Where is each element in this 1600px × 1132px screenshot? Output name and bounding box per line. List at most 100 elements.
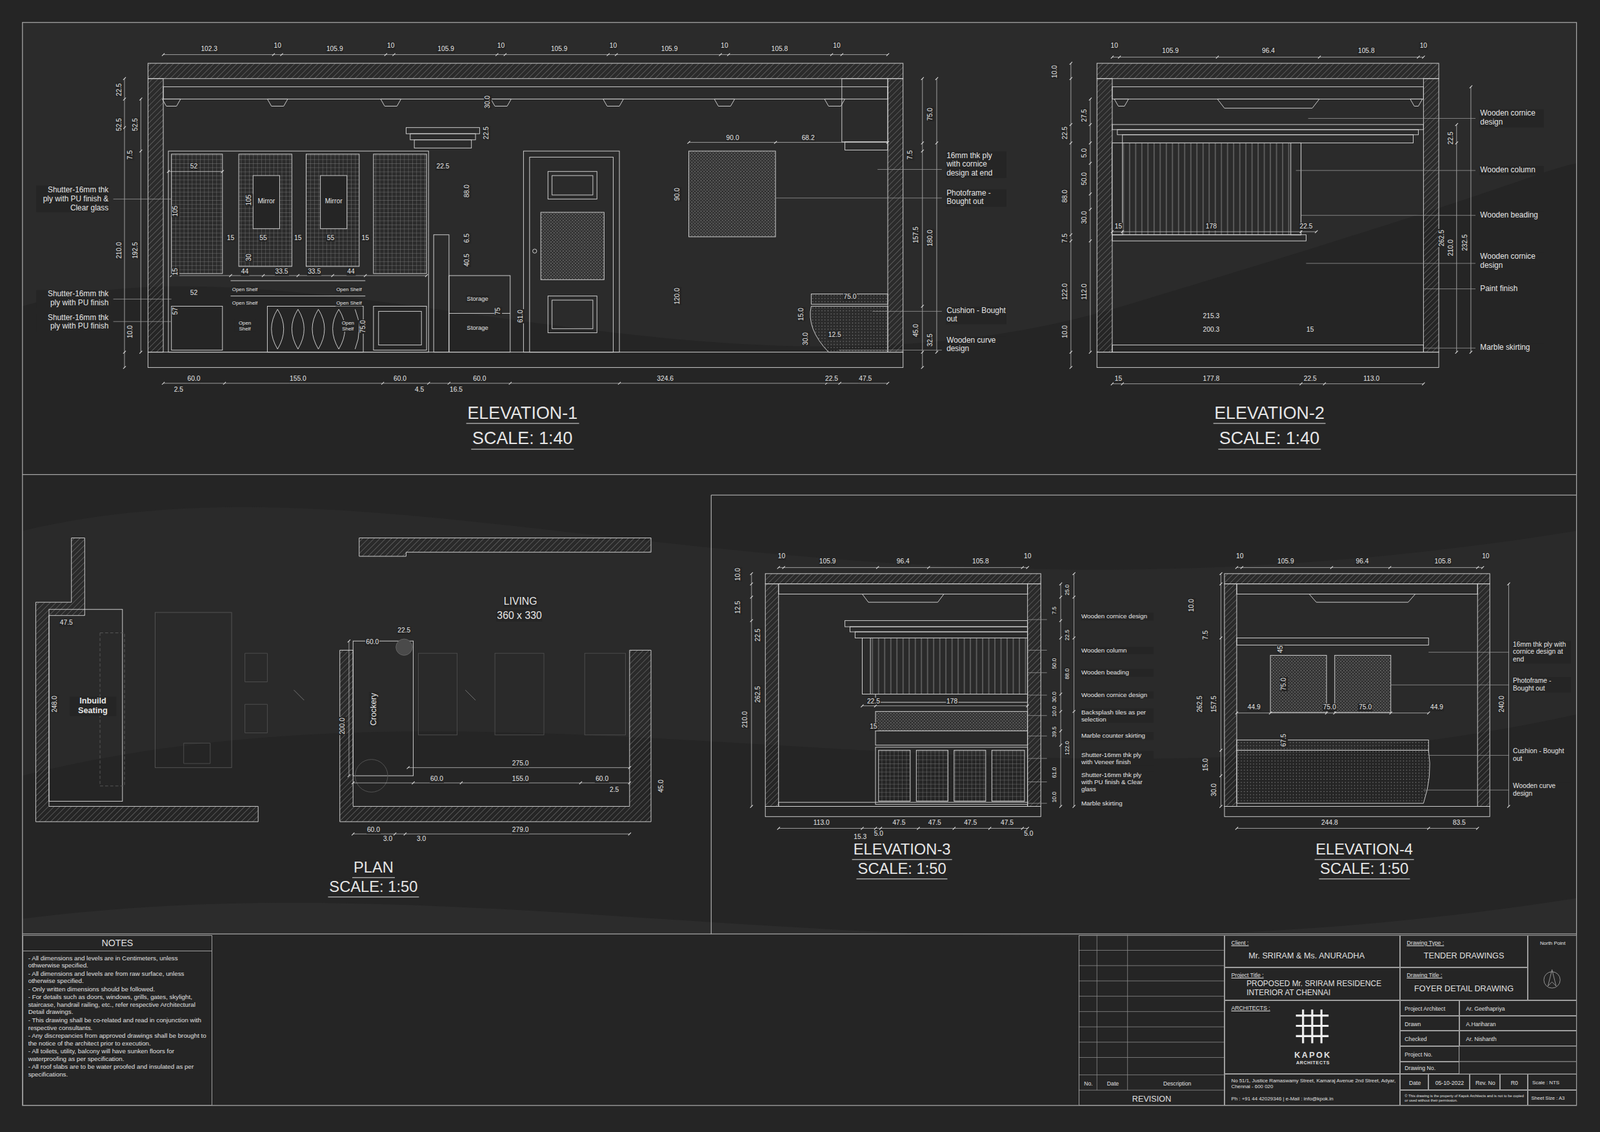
part-label: Open Shelf bbox=[335, 287, 362, 293]
dimension-value: 10 bbox=[496, 41, 506, 50]
cell-text: North Point bbox=[1540, 940, 1566, 947]
dimension-value: 15.3 bbox=[852, 832, 868, 841]
dimension-line bbox=[123, 78, 125, 368]
revision-grid bbox=[1078, 1074, 1225, 1075]
sheet-frame bbox=[22, 22, 1577, 1106]
dimension-value: 75.0 bbox=[1322, 703, 1337, 711]
sheet-frame bbox=[22, 22, 1577, 1106]
cell-text: © This drawing is the property of Kapok … bbox=[1404, 1094, 1526, 1103]
dimension-value: 210.0 bbox=[1447, 238, 1455, 257]
elevation-4 bbox=[1236, 638, 1429, 646]
title-value: Ar. Geethapriya bbox=[1459, 1000, 1577, 1016]
elevation-4 bbox=[1224, 573, 1490, 584]
architect-logo-cell: ARCHITECTS :KAPOKARCHITECTS bbox=[1224, 1000, 1400, 1074]
elevation-1 bbox=[147, 63, 903, 368]
dimension-line bbox=[1070, 63, 1071, 368]
callout-note: Wooden beading bbox=[1080, 669, 1154, 677]
dimension-value: 105 bbox=[171, 205, 180, 218]
cell-text: ARCHITECTS bbox=[1296, 1060, 1330, 1066]
note-item: - For details such as doors, windows, gr… bbox=[23, 992, 212, 1016]
title-cell: Project Architect bbox=[1400, 1000, 1460, 1016]
elevation-2 bbox=[1112, 142, 1302, 235]
dimension-value: 32.5 bbox=[927, 332, 935, 348]
elevation-1 bbox=[230, 295, 366, 297]
dimension-value: 6.5 bbox=[463, 232, 471, 243]
elevation-2 bbox=[1112, 142, 1123, 235]
callout-note: Marble counter skirting bbox=[1080, 732, 1154, 740]
dimension-line bbox=[861, 705, 1028, 706]
dimension-line bbox=[1060, 583, 1062, 807]
dimension-value: 75 bbox=[494, 307, 502, 316]
dimension-value: 5.0 bbox=[873, 829, 884, 838]
callout-note: Shutter-16mm thk ply with PU finish & Cl… bbox=[36, 185, 110, 213]
elevation-3 bbox=[861, 638, 871, 695]
dimension-value: 25.0 bbox=[1063, 583, 1071, 597]
elevation-1 bbox=[552, 175, 593, 195]
dimension-value: 10 bbox=[272, 41, 282, 50]
elevation-4 bbox=[1334, 654, 1391, 713]
dimension-value: 60.0 bbox=[187, 374, 202, 383]
elevation-3 bbox=[765, 573, 1041, 584]
dimension-line bbox=[1470, 86, 1471, 352]
elevation-1 bbox=[163, 86, 888, 99]
cell-text: R0 bbox=[1510, 1079, 1519, 1086]
copyright-cell: © This drawing is the property of Kapok … bbox=[1400, 1089, 1528, 1106]
dimension-value: 60.0 bbox=[365, 638, 380, 646]
dimension-value: 10.0 bbox=[127, 324, 135, 339]
callout-note: Wooden curve design bbox=[1512, 781, 1571, 798]
cell-text: Scale : NTS bbox=[1532, 1079, 1560, 1086]
cell-text: Ar. Geethapriya bbox=[1465, 1005, 1505, 1012]
dimension-value: 44 bbox=[346, 267, 355, 276]
dimension-value: 10 bbox=[720, 41, 729, 50]
dimension-value: 7.5 bbox=[1061, 232, 1070, 243]
callout-note: Cushion - Bought out bbox=[1512, 747, 1571, 764]
leader-line bbox=[775, 169, 942, 351]
sheet-frame bbox=[710, 494, 1577, 495]
dimension-value: 3.0 bbox=[416, 834, 427, 843]
dimension-value: 30.0 bbox=[1210, 782, 1219, 797]
dimension-value: 44.9 bbox=[1247, 703, 1262, 711]
dimension-value: 178 bbox=[945, 697, 959, 706]
dimension-value: 105.9 bbox=[325, 45, 344, 53]
elevation-4 bbox=[1270, 654, 1327, 713]
dimension-value: 215.3 bbox=[1202, 312, 1221, 320]
note-item: - All toilets, utility, balcony will hav… bbox=[23, 1047, 212, 1062]
dimension-value: 68.2 bbox=[801, 134, 816, 142]
dimension-value: 105.9 bbox=[660, 45, 679, 53]
dimension-value: 10.0 bbox=[1050, 790, 1058, 804]
elevation-1 bbox=[267, 305, 364, 352]
dimension-line bbox=[1508, 583, 1510, 807]
dimension-value: 22.5 bbox=[1447, 130, 1455, 146]
notes-panel: NOTES- All dimensions and levels are in … bbox=[22, 934, 213, 1106]
elevation-1 bbox=[406, 127, 480, 134]
dimension-value: 192.5 bbox=[131, 241, 140, 260]
elevation-2 bbox=[1290, 142, 1302, 235]
dimension-value: 105.9 bbox=[818, 557, 837, 566]
plan-view bbox=[340, 649, 651, 822]
cell-text: Rev. No bbox=[1475, 1079, 1496, 1086]
dimension-value: 52.5 bbox=[115, 117, 124, 132]
dimension-value: 15 bbox=[869, 722, 878, 731]
dimension-value: 7.5 bbox=[127, 149, 135, 160]
callout-note: Wooden column bbox=[1479, 165, 1544, 175]
revision-grid bbox=[1078, 980, 1225, 981]
dimension-value: 262.5 bbox=[1438, 229, 1446, 248]
view-title: ELEVATION-2 bbox=[1212, 402, 1326, 424]
elevation-2 bbox=[1112, 86, 1424, 99]
elevation-2 bbox=[1096, 352, 1439, 368]
part-label: Open Shelf bbox=[335, 300, 362, 306]
leader-line bbox=[113, 118, 1510, 803]
sheet-frame bbox=[22, 933, 1577, 935]
dimension-value: 61.0 bbox=[1050, 766, 1058, 779]
cell-heading: Drawing Title : bbox=[1406, 971, 1442, 979]
dimension-value: 22.5 bbox=[754, 627, 762, 642]
dimension-value: 15.0 bbox=[797, 307, 806, 322]
dimension-value: 113.0 bbox=[812, 818, 831, 827]
elevation-1 bbox=[306, 154, 360, 267]
callout-note: Photoframe - Bought out bbox=[1512, 676, 1571, 693]
dimension-value: 60.0 bbox=[392, 374, 408, 383]
elevation-1 bbox=[147, 78, 164, 353]
dimension-value: 248.0 bbox=[51, 694, 60, 713]
